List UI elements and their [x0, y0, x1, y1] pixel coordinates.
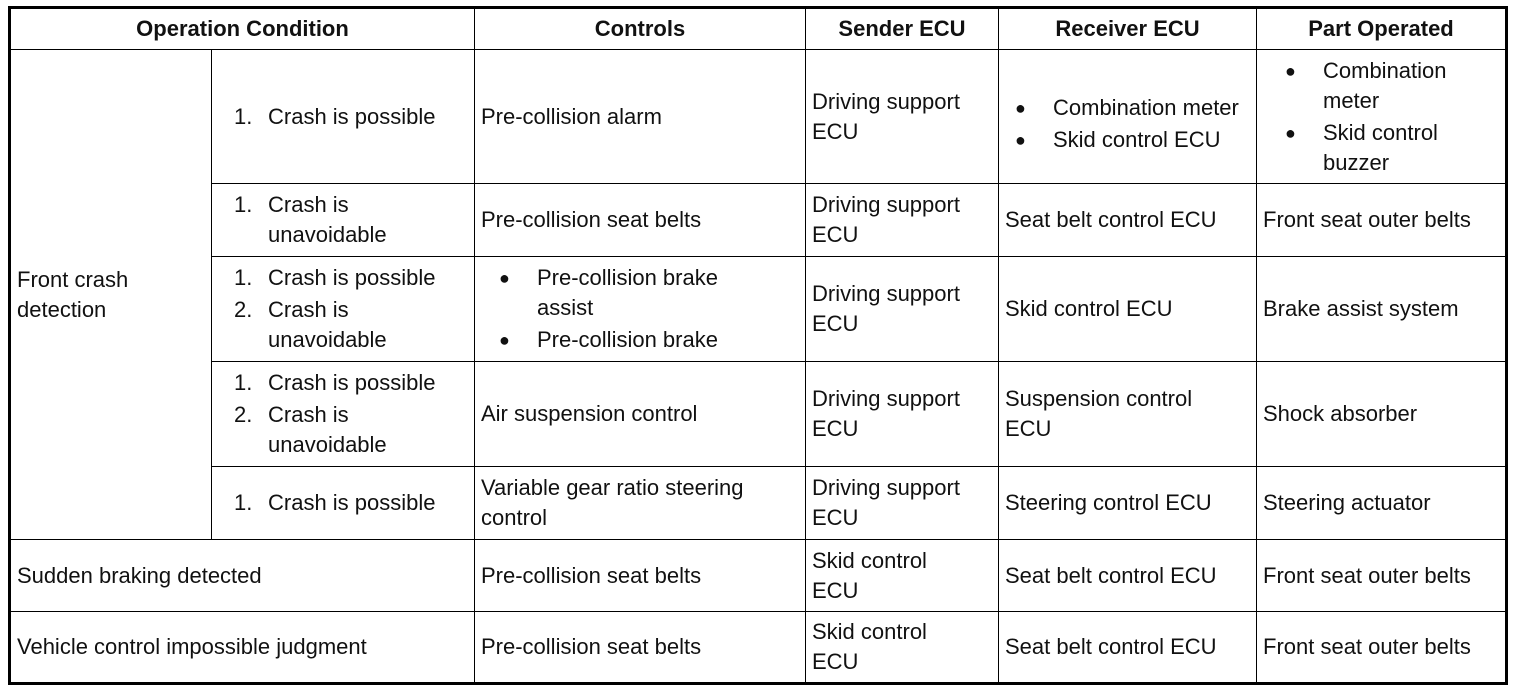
- sender-cell: Driving support ECU: [805, 49, 999, 184]
- sender-cell: Driving support ECU: [805, 256, 999, 362]
- list-item: ●Pre-collision brake: [489, 325, 799, 355]
- table-row: 1.Crash is possible Variable gear ratio …: [10, 466, 1507, 540]
- table-row: Front crash detection 1.Crash is possibl…: [9, 49, 1507, 540]
- condition-cell: Vehicle control impossible judgment: [9, 611, 475, 684]
- receiver-cell: ●Combination meter ●Skid control ECU: [998, 49, 1257, 184]
- list-item: 1.Crash is possible: [234, 370, 436, 395]
- front-crash-label: Front crash detection: [17, 266, 129, 322]
- controls-list: ●Pre-collision brake assist ●Pre-collisi…: [481, 263, 799, 355]
- part-cell: Shock absorber: [1256, 361, 1507, 467]
- front-crash-detection-cell: Front crash detection: [9, 49, 212, 540]
- bullet-icon: ●: [1285, 60, 1296, 81]
- bullet-icon: ●: [499, 268, 510, 288]
- receiver-cell: Seat belt control ECU: [998, 539, 1257, 612]
- part-cell: Front seat outer belts: [1256, 183, 1507, 257]
- sender-text: Skid control ECU: [812, 547, 927, 603]
- sender-cell: Skid control ECU: [805, 539, 999, 612]
- receiver-cell: Seat belt control ECU: [998, 611, 1257, 684]
- list-item: ●Skid control buzzer: [1275, 118, 1499, 178]
- controls-cell: Variable gear ratio steering control: [474, 466, 806, 540]
- sender-cell: Skid control ECU: [805, 611, 999, 684]
- condition-list: 1.Crash is unavoidable: [218, 190, 468, 250]
- sender-cell: Driving support ECU: [805, 466, 999, 540]
- part-cell: ●Combination meter ●Skid control buzzer: [1256, 49, 1507, 184]
- header-part-operated: Part Operated: [1256, 7, 1507, 50]
- condition-list: 1.Crash is possible 2.Crash is unavoidab…: [218, 263, 468, 355]
- receiver-list: ●Combination meter ●Skid control ECU: [1005, 79, 1250, 155]
- receiver-cell: Skid control ECU: [998, 256, 1257, 362]
- list-item: ●Skid control ECU: [1005, 125, 1250, 155]
- condition-cell: 1.Crash is unavoidable: [211, 183, 475, 257]
- header-sender-ecu: Sender ECU: [805, 7, 999, 50]
- header-receiver-ecu: Receiver ECU: [998, 7, 1257, 50]
- sender-cell: Driving support ECU: [805, 183, 999, 257]
- header-controls: Controls: [474, 7, 806, 50]
- list-item: 1.Crash is possible: [234, 490, 436, 515]
- controls-cell: Air suspension control: [474, 361, 806, 467]
- condition-list: 1.Crash is possible 2.Crash is unavoidab…: [218, 368, 468, 460]
- condition-cell: 1.Crash is possible 2.Crash is unavoidab…: [211, 256, 475, 362]
- list-item: 2.Crash is unavoidable: [234, 297, 387, 352]
- operation-table: Operation Condition Controls Sender ECU …: [8, 6, 1508, 685]
- table-row: 1.Crash is possible 2.Crash is unavoidab…: [10, 256, 1507, 362]
- bullet-icon: ●: [1015, 97, 1026, 118]
- controls-cell: ●Pre-collision brake assist ●Pre-collisi…: [474, 256, 806, 362]
- list-item: 1.Crash is unavoidable: [234, 192, 387, 247]
- list-item: ●Combination meter: [1005, 93, 1250, 123]
- bullet-icon: ●: [1015, 129, 1026, 150]
- list-item: ●Pre-collision brake assist: [489, 263, 799, 323]
- part-cell: Front seat outer belts: [1256, 611, 1507, 684]
- receiver-cell: Steering control ECU: [998, 466, 1257, 540]
- condition-cell: 1.Crash is possible 2.Crash is unavoidab…: [211, 361, 475, 467]
- controls-cell: Pre-collision alarm: [474, 49, 806, 184]
- condition-cell: 1.Crash is possible: [211, 49, 475, 184]
- bullet-icon: ●: [499, 330, 510, 350]
- table-row: 1.Crash is unavoidable Pre-collision sea…: [10, 183, 1507, 257]
- condition-list: 1.Crash is possible: [218, 102, 468, 132]
- table-row: 1.Crash is possible 2.Crash is unavoidab…: [10, 361, 1507, 467]
- condition-list: 1.Crash is possible: [218, 488, 468, 518]
- controls-cell: Pre-collision seat belts: [474, 539, 806, 612]
- receiver-cell: Seat belt control ECU: [998, 183, 1257, 257]
- sender-text: Skid control ECU: [812, 619, 927, 674]
- controls-cell: Pre-collision seat belts: [474, 611, 806, 684]
- part-cell: Front seat outer belts: [1256, 539, 1507, 612]
- condition-cell: 1.Crash is possible: [211, 466, 475, 540]
- table-row: Vehicle control impossible judgment Pre-…: [9, 611, 1507, 684]
- sender-cell: Driving support ECU: [805, 361, 999, 467]
- part-cell: Brake assist system: [1256, 256, 1507, 362]
- list-item: 1.Crash is possible: [234, 265, 436, 290]
- part-cell: Steering actuator: [1256, 466, 1507, 540]
- controls-cell: Pre-collision seat belts: [474, 183, 806, 257]
- condition-cell: Sudden braking detected: [9, 539, 475, 612]
- list-item: 2.Crash is unavoidable: [234, 402, 387, 457]
- header-operation-condition: Operation Condition: [9, 7, 475, 50]
- list-item: ●Combination meter: [1275, 56, 1499, 116]
- receiver-cell: Suspension control ECU: [998, 361, 1257, 467]
- receiver-text: Suspension control ECU: [1005, 386, 1193, 441]
- table-row: Sudden braking detected Pre-collision se…: [9, 539, 1507, 612]
- list-item: 1.Crash is possible: [234, 103, 436, 129]
- bullet-icon: ●: [1285, 122, 1296, 143]
- part-list: ●Combination meter ●Skid control buzzer: [1263, 56, 1499, 178]
